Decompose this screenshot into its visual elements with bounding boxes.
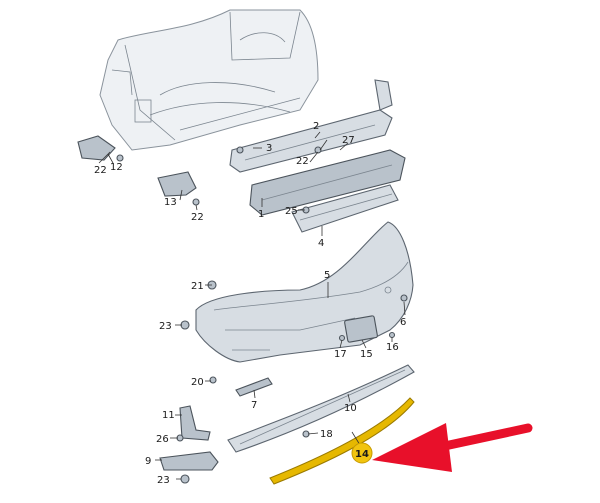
callout-23-lower: 23 <box>157 475 170 486</box>
callout-10: 10 <box>344 403 357 414</box>
callout-11: 11 <box>162 410 175 421</box>
bracket-13 <box>157 171 197 197</box>
impact-absorber <box>291 184 399 233</box>
pointer-arrow <box>372 423 533 472</box>
vehicle-body-shell <box>99 9 319 151</box>
callout-5: 5 <box>324 270 330 281</box>
callout-7: 7 <box>251 400 257 411</box>
callout-26: 26 <box>156 434 169 445</box>
callout-23-upper: 23 <box>159 321 172 332</box>
bracket-9 <box>159 451 219 471</box>
callout-6: 6 <box>400 317 406 328</box>
leader-lines <box>98 131 406 480</box>
callout-27: 27 <box>342 135 355 146</box>
callout-2: 2 <box>313 121 319 132</box>
callout-13: 13 <box>164 197 177 208</box>
callout-25: 25 <box>285 206 298 217</box>
bumper-carrier <box>249 149 406 216</box>
trim-strip-7 <box>235 377 273 397</box>
callout-3: 3 <box>266 143 272 154</box>
callout-22-mid: 22 <box>191 212 204 223</box>
callout-1: 1 <box>258 209 264 220</box>
callout-20: 20 <box>191 377 204 388</box>
callout-16: 16 <box>386 342 399 353</box>
callout-12: 12 <box>110 162 123 173</box>
callout-4: 4 <box>318 238 324 249</box>
callout-14-badge: 14 <box>351 442 373 464</box>
callout-21: 21 <box>191 281 204 292</box>
callout-22-right: 22 <box>296 156 309 167</box>
bracket-12 <box>77 135 116 161</box>
callout-15: 15 <box>360 349 373 360</box>
callout-labels: 3 2 27 22 1 25 4 22 12 13 22 5 21 23 6 1… <box>94 121 406 486</box>
callout-9: 9 <box>145 456 151 467</box>
callout-18: 18 <box>320 429 333 440</box>
callout-14: 14 <box>355 449 369 460</box>
trim-strip-14-highlighted <box>269 397 415 485</box>
callout-22-left: 22 <box>94 165 107 176</box>
bracket-11 <box>179 405 211 441</box>
bumper-cover <box>195 221 414 363</box>
fasteners <box>116 146 408 484</box>
callout-17: 17 <box>334 349 347 360</box>
reinforcement-upper <box>229 79 393 173</box>
diffuser-10 <box>227 364 415 453</box>
